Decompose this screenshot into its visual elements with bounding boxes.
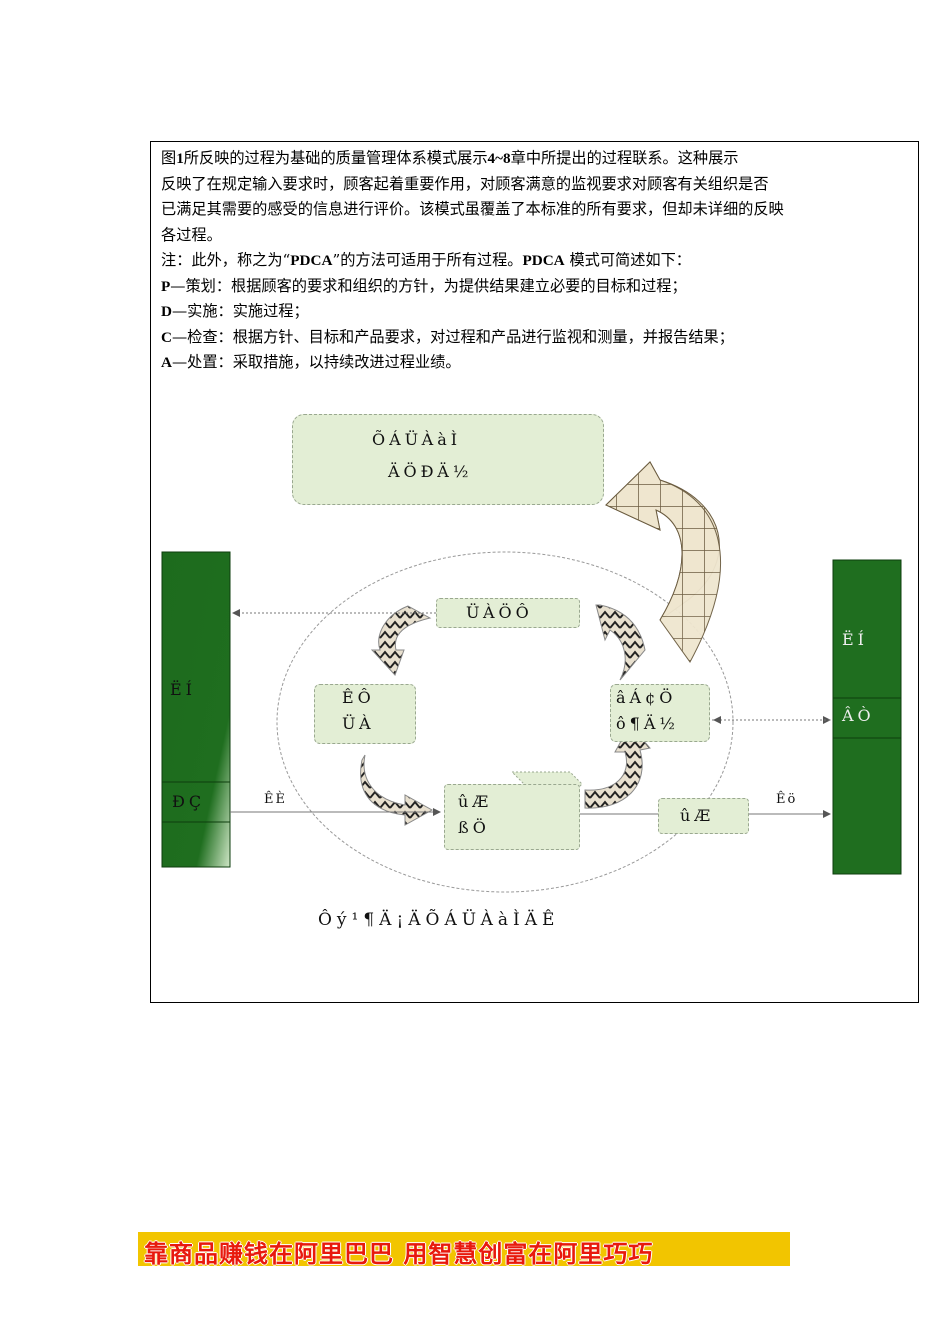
product-realization-box [444,784,580,850]
do-line: D—实施：实施过程； [161,302,309,320]
advertisement-banner[interactable]: 靠商品赚钱在阿里巴巴 用智慧创富在阿里巧巧 [138,1232,790,1266]
cycle-arrow-2 [595,604,646,681]
paragraph-line-2: 反映了在规定输入要求时，顾客起着重要作用，对顾客满意的监视要求对顾客有关组织是否 [161,174,769,193]
management-box [436,598,580,628]
measurement-box-text-2: ô¶Ä½ [616,714,679,733]
output-product-text: ûÆ [680,806,715,825]
product-box-text-2: ßÖ [458,818,490,837]
left-bar-top-text: ËÍ [170,680,196,699]
input-label: ÊÈ [264,792,287,807]
paragraph-line-4: 各过程。 [161,225,222,244]
process-ellipse [276,551,734,893]
left-customer-bar [161,551,231,868]
mgmt-responsibility-box [292,414,604,505]
left-bar-bottom-text: ÐÇ [172,792,206,811]
check-line: C—检查：根据方针、目标和产品要求，对过程和产品进行监视和测量，并报告结果； [161,327,734,346]
paragraph-line-1: 图1所反映的过程为基础的质量管理体系模式展示4~8章中所提出的过程联系。这种展示 [161,149,739,167]
plan-line: P—策划：根据顾客的要求和组织的方针，为提供结果建立必要的目标和过程； [161,276,687,295]
document-frame [150,141,919,1003]
paragraph-line-3: 已满足其需要的感受的信息进行评价。该模式虽覆盖了本标准的所有要求，但却未详细的反… [161,200,784,218]
resource-box-text-2: ÜÀ [342,714,375,733]
document-text: 图1所反映的过程为基础的质量管理体系模式展示4~8章中所提出的过程联系。这种展示… [161,146,947,376]
measurement-box-text-1: âÁ¢Ö [616,688,677,707]
right-bar-bottom-text: ÂÒ [842,706,875,725]
act-line: A—处置：采取措施，以持续改进过程业绩。 [161,353,461,371]
cycle-arrow-1 [370,605,432,676]
cycle-arrow-3 [360,754,434,826]
product-box-text-1: ûÆ [458,792,493,811]
diagram-caption: Ôý¹¶Ä¡ÄÕÁÜÀàÌÄÊ [318,910,560,930]
top-box-text-2: ÄÖÐÄ½ [388,462,473,481]
note-line: 注：此外，称之为“PDCA”的方法可适用于所有过程。PDCA 模式可简述如下： [161,251,691,269]
measurement-box [610,684,710,742]
banner-text: 靠商品赚钱在阿里巴巴 用智慧创富在阿里巧巧 [144,1240,654,1266]
output-label: Êö [776,792,798,807]
right-customer-bar [832,559,902,875]
resource-box-text-1: ÊÔ [342,688,375,707]
right-bar-top-text: ËÍ [842,630,868,649]
management-box-text: ÜÀÖÔ [466,603,533,622]
output-product-box [658,798,749,834]
top-box-text-1: ÕÁÜÀàÌ [372,430,462,449]
resource-box [314,684,416,744]
